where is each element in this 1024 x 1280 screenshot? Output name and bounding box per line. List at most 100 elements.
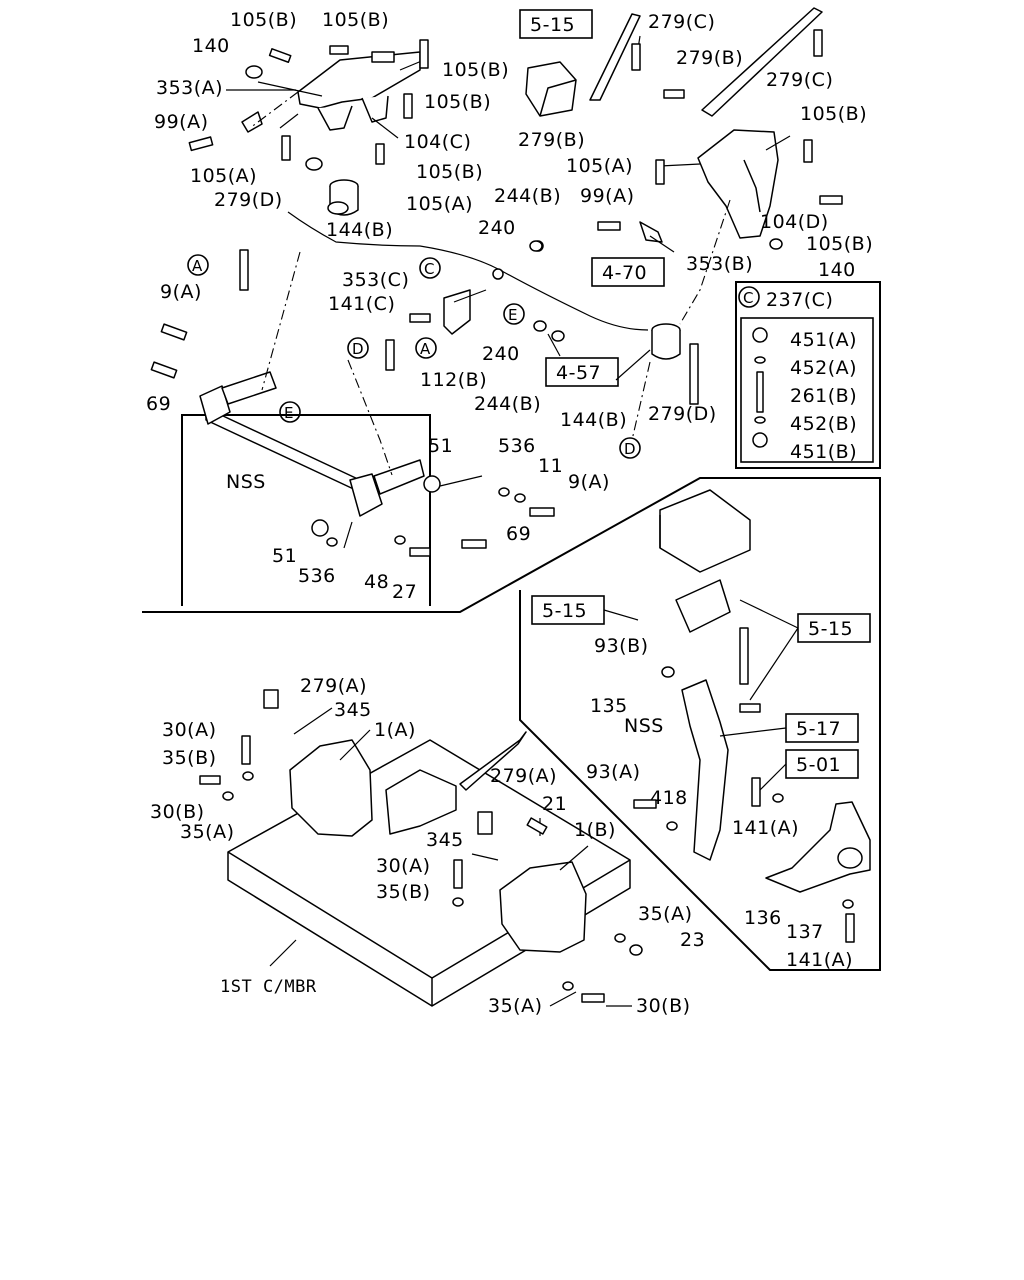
part-labels: 105(B) 105(B) 140 353(A) 99(A) 105(B) 10…	[146, 9, 873, 1017]
label-105a-1: 105(A)	[190, 165, 257, 187]
label-11: 11	[538, 455, 563, 477]
stabilizer-bar	[199, 371, 441, 537]
label-48: 48	[364, 571, 389, 593]
upper-bracket-left	[241, 51, 421, 133]
label-279b-2: 279(B)	[518, 129, 585, 151]
label-144b-2: 144(B)	[560, 409, 627, 431]
callout-d-2: D	[624, 440, 636, 458]
label-69-2: 69	[506, 523, 531, 545]
label-240-2: 240	[482, 343, 520, 365]
inset-frame-suspension	[181, 414, 431, 606]
label-279a-1: 279(A)	[300, 675, 367, 697]
label-353c: 353(C)	[342, 269, 409, 291]
label-105b-4: 105(B)	[424, 91, 491, 113]
label-244b-2: 244(B)	[474, 393, 541, 415]
height-control-linkage	[681, 679, 871, 893]
label-140-2: 140	[818, 259, 856, 281]
label-452a: 452(A)	[790, 357, 857, 379]
label-105b-7: 105(B)	[806, 233, 873, 255]
dashed-leader-4	[679, 199, 731, 325]
ref-5-01: 5-01	[796, 754, 841, 776]
label-140-1: 140	[192, 35, 230, 57]
label-105b-1: 105(B)	[230, 9, 297, 31]
label-105b-2: 105(B)	[322, 9, 389, 31]
label-345-2: 345	[426, 829, 464, 851]
label-1a: 1(A)	[374, 719, 416, 741]
dashed-leader-1	[261, 251, 301, 391]
nss-pin	[739, 627, 749, 685]
label-353b: 353(B)	[686, 253, 753, 275]
cable-line	[287, 211, 649, 331]
label-9a-1: 9(A)	[160, 281, 202, 303]
label-105b-6: 105(B)	[800, 103, 867, 125]
label-30b-1: 30(B)	[150, 801, 205, 823]
bushing-144b-upper	[327, 179, 359, 216]
label-9a-2: 9(A)	[568, 471, 610, 493]
ref-4-70: 4-70	[602, 262, 647, 284]
label-35a-2: 35(A)	[638, 903, 693, 925]
label-105a-2: 105(A)	[406, 193, 473, 215]
label-35b-1: 35(B)	[162, 747, 217, 769]
label-35a-1: 35(A)	[180, 821, 235, 843]
label-451a: 451(A)	[790, 329, 857, 351]
label-30a-2: 30(A)	[376, 855, 431, 877]
callout-d-1: D	[352, 340, 364, 358]
upper-bracket-right	[639, 129, 779, 243]
label-536-2: 536	[298, 565, 336, 587]
label-279c-2: 279(C)	[766, 69, 833, 91]
fasteners	[150, 29, 855, 1003]
label-104d: 104(D)	[760, 211, 829, 233]
label-279d-2: 279(D)	[648, 403, 717, 425]
stopper-5-15	[525, 61, 577, 117]
label-51-2: 51	[272, 545, 297, 567]
label-99a-1: 99(A)	[154, 111, 209, 133]
label-345-1: 345	[334, 699, 372, 721]
label-279d-1: 279(D)	[214, 189, 283, 211]
reference-boxes: 5-15 4-70 4-57 5-15 5-15 5-17 5-01	[519, 9, 871, 779]
label-452b: 452(B)	[790, 413, 857, 435]
callout-a-2: A	[420, 340, 431, 358]
dashed-leader-2	[347, 359, 393, 476]
label-69-1: 69	[146, 393, 171, 415]
ref-4-57: 4-57	[556, 362, 601, 384]
leader-lines	[226, 35, 799, 1007]
label-240-1: 240	[478, 217, 516, 239]
label-105b-3: 105(B)	[442, 59, 509, 81]
pointer-arrow	[459, 731, 527, 791]
label-279c-1: 279(C)	[648, 11, 715, 33]
label-279b-1: 279(B)	[676, 47, 743, 69]
label-21: 21	[542, 793, 567, 815]
link-rod-parts	[752, 327, 768, 448]
label-418: 418	[650, 787, 688, 809]
label-99a-2: 99(A)	[580, 185, 635, 207]
dashed-leader-3	[631, 361, 651, 441]
ref-5-15-top: 5-15	[530, 14, 575, 36]
callout-e-2: E	[284, 404, 293, 422]
label-1st-c-mbr: 1ST C/MBR	[220, 977, 317, 997]
circle-callouts: A A C C D D E E	[187, 254, 760, 459]
inset-box-237c	[735, 281, 881, 469]
label-536-1: 536	[498, 435, 536, 457]
label-104c: 104(C)	[404, 131, 471, 153]
label-353a: 353(A)	[156, 77, 223, 99]
label-261b: 261(B)	[790, 385, 857, 407]
label-30a-1: 30(A)	[162, 719, 217, 741]
dashed-leader-5	[249, 91, 299, 129]
label-105a-3: 105(A)	[566, 155, 633, 177]
label-27: 27	[392, 581, 417, 603]
label-244b-1: 244(B)	[494, 185, 561, 207]
ref-5-15-left: 5-15	[542, 600, 587, 622]
label-137: 137	[786, 921, 824, 943]
label-93a: 93(A)	[586, 761, 641, 783]
callout-c-1: C	[424, 260, 434, 278]
label-35b-2: 35(B)	[376, 881, 431, 903]
label-451b: 451(B)	[790, 441, 857, 463]
rods-279	[589, 7, 823, 117]
callout-e-1: E	[508, 306, 517, 324]
label-135: 135	[590, 695, 628, 717]
bushing-144b-lower	[651, 323, 681, 360]
inset-frame-lower	[142, 477, 881, 971]
center-link	[443, 240, 544, 335]
label-30b-2: 30(B)	[636, 995, 691, 1017]
